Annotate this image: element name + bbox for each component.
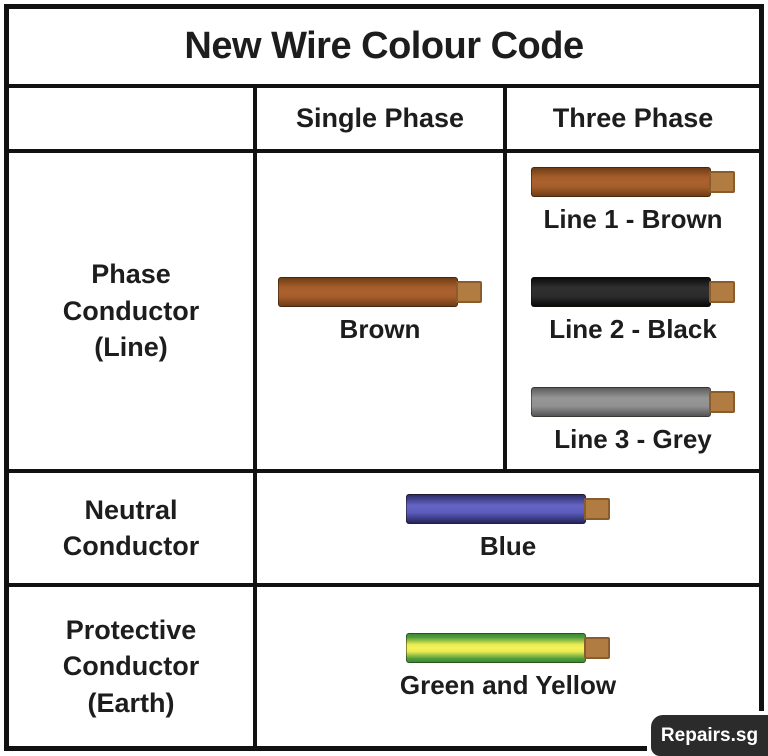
wire-group-line2-black: Line 2 - Black	[531, 277, 735, 345]
brand-badge-wrap: Repairs.sg	[647, 711, 768, 756]
copper-tip	[584, 498, 610, 520]
header-cell-empty	[9, 88, 257, 153]
wire-group-brown-single: Brown	[278, 277, 482, 345]
row-label-protective-conductor: Protective Conductor (Earth)	[9, 587, 257, 746]
row-label-phase-conductor: Phase Conductor (Line)	[9, 153, 257, 473]
wire-group-green-yellow: Green and Yellow	[399, 632, 617, 701]
green-yellow-wire-insulation	[405, 632, 586, 663]
row-label-text: Protective Conductor (Earth)	[62, 614, 200, 718]
table-title-cell: New Wire Colour Code	[9, 9, 759, 88]
copper-tip	[709, 391, 735, 413]
header-cell-three-phase: Three Phase	[507, 88, 759, 153]
blue-wire	[406, 494, 610, 524]
wire-label: Line 1 - Brown	[543, 204, 723, 234]
copper-tip	[709, 171, 735, 193]
blue-wire-insulation	[406, 494, 586, 524]
copper-tip	[583, 636, 610, 659]
brown-wire	[278, 277, 482, 307]
row-label-text: Neutral Conductor	[62, 494, 200, 561]
wire-group-line3-grey: Line 3 - Grey	[531, 387, 735, 455]
row-label-neutral-conductor: Neutral Conductor	[9, 473, 257, 587]
cell-three-phase-lines: Line 1 - Brown Line 2 - Black Line 3 - G…	[507, 153, 759, 473]
wire-label: Blue	[479, 531, 537, 561]
black-wire	[531, 277, 735, 307]
three-phase-header-label: Three Phase	[552, 103, 714, 133]
wire-group-blue: Blue	[406, 494, 610, 562]
wire-label: Line 3 - Grey	[554, 424, 712, 454]
single-phase-header-label: Single Phase	[295, 103, 465, 133]
wire-label: Green and Yellow	[399, 669, 617, 700]
green-yellow-wire	[405, 632, 610, 663]
brown-wire	[531, 167, 735, 197]
wire-label: Brown	[339, 314, 421, 344]
wire-group-line1-brown: Line 1 - Brown	[531, 167, 735, 235]
cell-earth-merged: Green and Yellow	[257, 587, 759, 746]
brown-wire-insulation	[531, 167, 711, 197]
cell-single-phase-line: Brown	[257, 153, 507, 473]
wire-colour-table: New Wire Colour Code Single Phase Three …	[4, 4, 764, 751]
header-cell-single-phase: Single Phase	[257, 88, 507, 153]
brown-wire-insulation	[278, 277, 458, 307]
row-label-text: Phase Conductor (Line)	[62, 259, 200, 363]
copper-tip	[456, 281, 482, 303]
copper-tip	[709, 281, 735, 303]
grey-wire	[531, 387, 735, 417]
grey-wire-insulation	[531, 387, 711, 417]
black-wire-insulation	[531, 277, 711, 307]
wire-label: Line 2 - Black	[549, 314, 717, 344]
brand-badge: Repairs.sg	[651, 715, 768, 756]
brand-badge-label: Repairs.sg	[660, 724, 759, 746]
cell-neutral-merged: Blue	[257, 473, 759, 587]
page-title: New Wire Colour Code	[184, 25, 584, 67]
